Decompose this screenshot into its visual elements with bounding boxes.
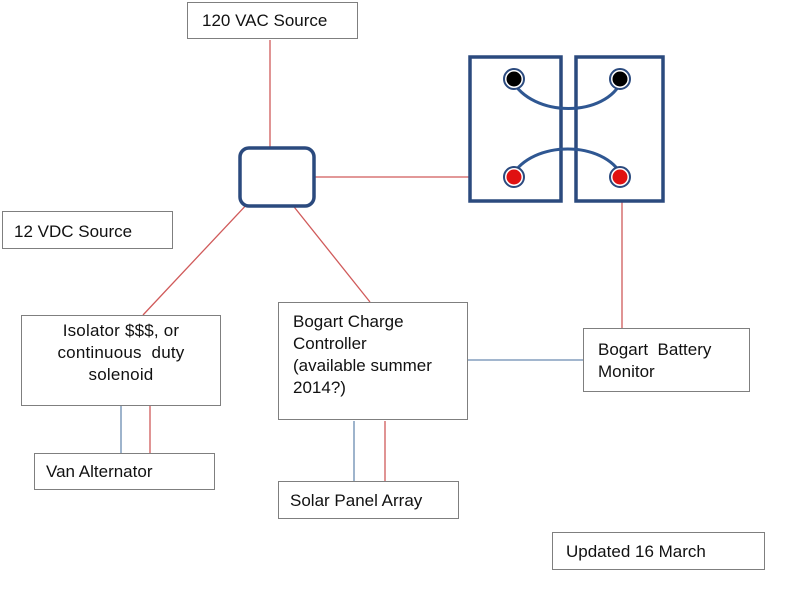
battery-monitor-box: Bogart Battery Monitor [583, 328, 750, 392]
positive-terminal-icon [609, 166, 631, 188]
van-alternator-box: Van Alternator [34, 453, 215, 490]
isolator-label-line-2: continuous duty [57, 343, 185, 363]
isolator-label-line-3: solenoid [88, 365, 154, 385]
charge-controller-box: Bogart Charge Controller (available summ… [278, 302, 468, 420]
charge-controller-label-line-3: (available summer [293, 356, 432, 376]
charge-controller-label-line-2: Controller [293, 334, 367, 354]
battery-cable-positive [510, 147, 624, 177]
negative-terminal-icon [503, 68, 525, 90]
isolator-box: Isolator $$$, or continuous duty solenoi… [21, 315, 221, 406]
battery-monitor-label-line-1: Bogart Battery [598, 340, 712, 359]
solar-panel-array-box: Solar Panel Array [278, 481, 459, 519]
update-note-label: Updated 16 March [566, 542, 706, 561]
update-note-box: Updated 16 March [552, 532, 765, 570]
negative-terminal-icon [609, 68, 631, 90]
isolator-label-line-1: Isolator $$$, or [62, 321, 180, 340]
ac-source-label: 120 VAC Source [202, 11, 328, 30]
junction-box-icon [238, 146, 316, 208]
ac-source-box: 120 VAC Source [187, 2, 358, 39]
battery-cable-negative [510, 79, 624, 110]
dc-source-label: 12 VDC Source [14, 222, 133, 241]
positive-terminal-icon [503, 166, 525, 188]
charge-controller-label-line-1: Bogart Charge [293, 312, 404, 331]
van-alternator-label: Van Alternator [46, 462, 153, 481]
solar-panel-array-label: Solar Panel Array [290, 491, 423, 510]
charge-controller-label-line-4: 2014?) [293, 378, 346, 398]
dc-source-box: 12 VDC Source [2, 211, 173, 249]
battery-monitor-label-line-2: Monitor [598, 362, 655, 382]
